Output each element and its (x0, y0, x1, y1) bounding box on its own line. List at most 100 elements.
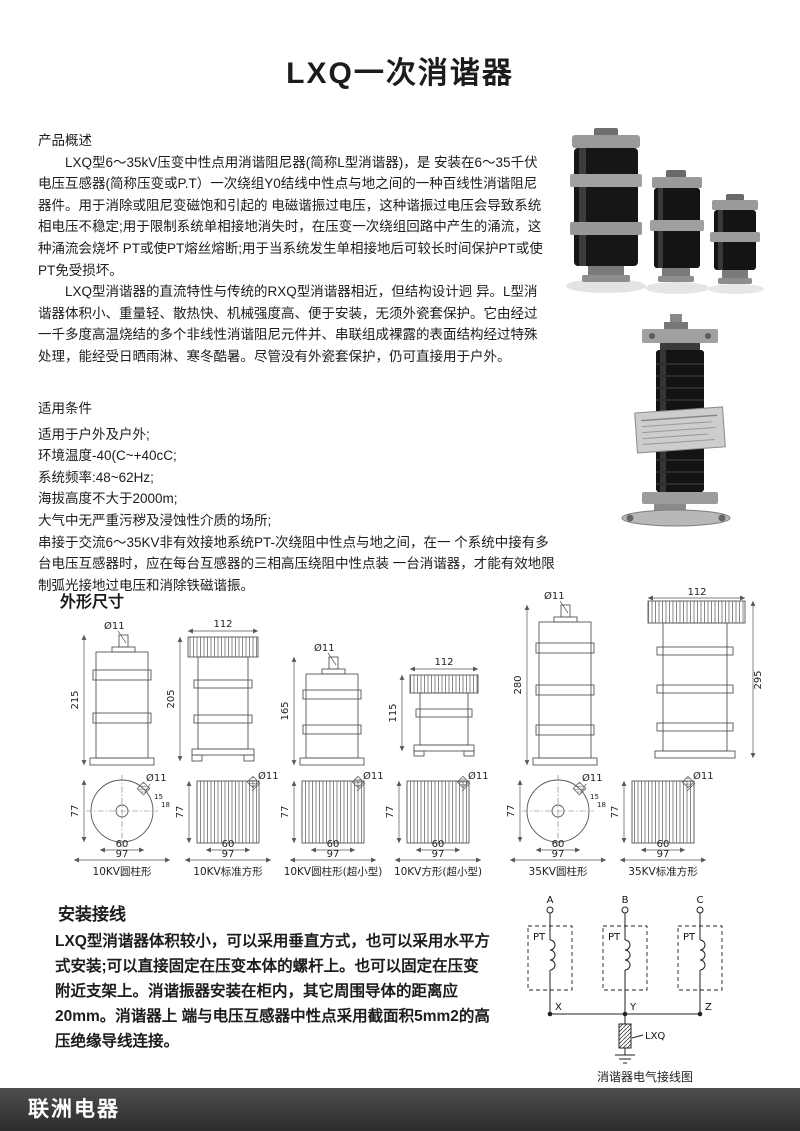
wiring-diagram: A PT X B PT Y C PT (527, 895, 723, 1064)
pt-label: PT (608, 932, 621, 943)
condition-item: 系统频率:48~62Hz; (38, 469, 154, 485)
dim-label: 60 (657, 839, 670, 850)
dimension-drawings: Ø11 215 112 205 Ø11 (70, 587, 764, 878)
device-label: LXQ (645, 1031, 665, 1042)
dim-label: 18 (161, 801, 170, 809)
dim-label: 295 (753, 670, 764, 689)
overview-paragraph-1: LXQ型6～35kV压变中性点用消谐阻尼器(简称L型消谐器)，是 安装在6～35… (38, 154, 543, 278)
installation-text: LXQ型消谐器体积较小，可以采用垂直方式，也可以采用水平方式安装;可以直接固定在… (55, 933, 490, 1051)
cylinder-small (710, 194, 760, 284)
neutral-label: X (555, 1002, 562, 1013)
model-label: 10KV圆柱形 (93, 865, 152, 878)
dim-label: Ø11 (582, 772, 603, 784)
drawing-10kv-square-mini-side: 112 115 (388, 657, 479, 757)
dim-label: 77 (610, 806, 621, 819)
dim-label: 112 (213, 619, 232, 630)
dim-label: 60 (327, 839, 340, 850)
condition-item: 串接于交流6～35KV非有效接地系统PT-次绕阻中性点与地之间，在一 个系统中接… (38, 534, 555, 593)
dim-label: 205 (166, 689, 177, 708)
product-photo-three-cylinders (566, 128, 764, 294)
overview-heading: 产品概述 (38, 133, 92, 148)
condition-item: 海拔高度不大于2000m; (38, 491, 178, 507)
dim-label: 215 (70, 690, 81, 709)
brand-name: 联洲电器 (28, 1098, 120, 1121)
pt-label: PT (533, 932, 546, 943)
dim-label: Ø11 (104, 620, 125, 632)
drawing-35kv-square-side: 112 295 (647, 587, 764, 759)
dim-label: 15 (590, 793, 599, 801)
dimensions-heading: 外形尺寸 (60, 594, 125, 611)
model-label: 10KV方形(超小型) (394, 865, 482, 878)
base-view-10kv-cylinder: Ø11 15 18 77 60 97 (70, 772, 170, 863)
base-view-10kv-square-mini: Ø11 77 60 97 (385, 770, 489, 863)
dim-label: 60 (222, 839, 235, 850)
dim-label: 60 (552, 839, 565, 850)
dim-label: Ø11 (468, 770, 489, 782)
drawing-35kv-cylinder-side: Ø11 280 (513, 590, 598, 766)
drawing-10kv-cylinder-mini-side: Ø11 165 (280, 642, 365, 766)
neutral-label: Y (629, 1002, 637, 1013)
model-label: 10KV圆柱形(超小型) (284, 865, 383, 878)
pt-label: PT (683, 932, 696, 943)
page-title: LXQ一次消谐器 (286, 57, 514, 90)
dim-label: Ø11 (693, 770, 714, 782)
dim-label: 18 (597, 801, 606, 809)
installation-heading: 安装接线 (58, 905, 126, 924)
dim-label: 112 (434, 657, 453, 668)
section-overview: 产品概述 LXQ型6～35kV压变中性点用消谐阻尼器(简称L型消谐器)，是 安装… (38, 130, 550, 368)
dim-label: 60 (432, 839, 445, 850)
dim-label: Ø11 (146, 772, 167, 784)
phase-label: B (622, 895, 629, 906)
condition-item: 适用于户外及户外; (38, 426, 150, 442)
overview-paragraph-2: LXQ型消谐器的直流特性与传统的RXQ型消谐器相近，但结构设计迥 异。L型消谐器… (38, 284, 538, 364)
dim-label: 77 (280, 806, 291, 819)
wiring-caption: 消谐器电气接线图 (596, 1070, 693, 1084)
lxq-device: LXQ (618, 1014, 665, 1055)
dim-label: Ø11 (314, 642, 335, 654)
dim-label: 77 (385, 806, 396, 819)
dim-label: 115 (388, 703, 399, 722)
dim-label: Ø11 (363, 770, 384, 782)
dim-label: 112 (687, 587, 706, 598)
base-view-10kv-square: Ø11 77 60 97 (175, 770, 279, 863)
dim-label: 97 (116, 849, 129, 860)
wiring-branch-a: A PT X (527, 895, 573, 1017)
dim-label: 60 (116, 839, 129, 850)
phase-label: A (547, 895, 554, 906)
dim-label: 280 (513, 675, 524, 694)
base-view-35kv-cylinder: Ø11 15 18 77 60 97 (506, 772, 606, 863)
model-label: 35KV标准方形 (628, 865, 698, 878)
dim-label: 15 (154, 793, 163, 801)
dim-label: 77 (175, 806, 186, 819)
dim-label: 77 (506, 805, 517, 818)
dim-label: Ø11 (544, 590, 565, 602)
dim-label: 97 (432, 849, 445, 860)
model-label: 35KV圆柱形 (529, 865, 588, 878)
base-view-10kv-cylinder-mini: Ø11 77 60 97 (280, 770, 384, 863)
dim-label: 97 (327, 849, 340, 860)
dim-label: 77 (70, 805, 81, 818)
section-conditions: 适用条件 适用于户外及户外; 环境温度-40(C~+40cC; 系统频率:48~… (38, 398, 556, 596)
dim-label: 97 (552, 849, 565, 860)
condition-item: 环境温度-40(C~+40cC; (38, 448, 177, 464)
dim-label: 165 (280, 701, 291, 720)
cylinder-medium (650, 170, 704, 282)
conditions-heading: 适用条件 (38, 401, 92, 416)
base-view-35kv-square: Ø11 77 60 97 (610, 770, 714, 863)
dim-label: 97 (657, 849, 670, 860)
neutral-label: Z (705, 1002, 712, 1013)
phase-label: C (697, 895, 704, 906)
model-label: 10KV标准方形 (193, 865, 263, 878)
drawing-10kv-square-side: 112 205 (166, 619, 259, 762)
ground-symbol (615, 1054, 635, 1064)
nameplate (634, 406, 726, 454)
cylinder-large (570, 128, 642, 282)
wiring-branch-b: B PT Y (602, 895, 648, 1017)
dim-label: Ø11 (258, 770, 279, 782)
dim-label: 97 (222, 849, 235, 860)
footer-bar: 联洲电器 (0, 1088, 800, 1131)
condition-item: 大气中无严重污秽及浸蚀性介质的场所; (38, 512, 272, 528)
wiring-branch-c: C PT Z (677, 895, 723, 1017)
product-photo-single-unit (621, 314, 731, 527)
